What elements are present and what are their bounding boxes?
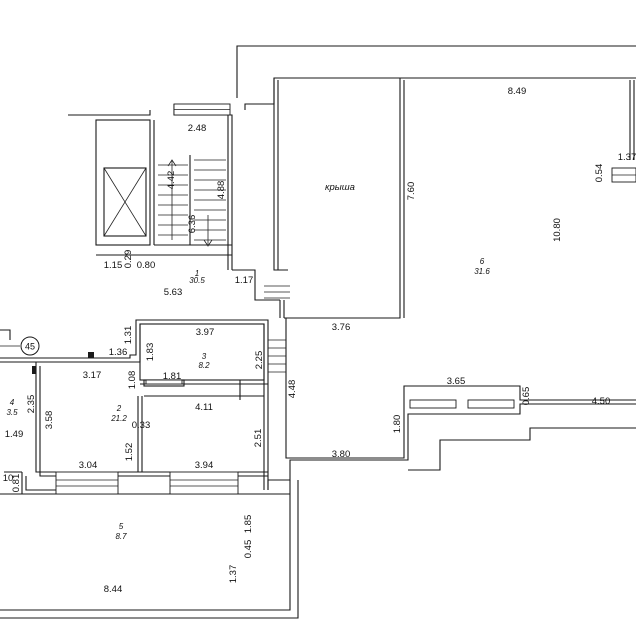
- room-2-area: 21.2: [110, 414, 127, 423]
- dim-1-37-top: 1.37: [618, 152, 636, 163]
- room-labels: 1 30.5 2 21.2 3 8.2 4 3.5 5 8.7 6 31.6: [6, 257, 490, 541]
- dim-3-17: 3.17: [83, 370, 102, 381]
- dim-2-51: 2.51: [253, 429, 264, 448]
- dim-1-80: 1.80: [392, 415, 403, 434]
- dim-4-88: 4.88: [216, 181, 227, 200]
- dim-3-04: 3.04: [79, 460, 98, 471]
- dim-3-97: 3.97: [196, 327, 215, 338]
- dim-0-33: 0.33: [132, 420, 151, 431]
- dimension-labels-vertical: 7.60 10.80 0.54 4.42 4.88 6.36 0.29 1.31…: [11, 164, 605, 584]
- dim-5-63: 5.63: [164, 287, 183, 298]
- dim-3-94: 3.94: [195, 460, 214, 471]
- dim-4-11: 4.11: [195, 402, 213, 413]
- dim-2-35: 2.35: [26, 395, 37, 414]
- room-4-number: 4: [10, 398, 15, 407]
- dim-0-45: 0.45: [243, 540, 254, 559]
- dim-1-85: 1.85: [243, 515, 254, 534]
- entrance-steps: [264, 285, 290, 373]
- dim-1-49: 1.49: [5, 429, 24, 440]
- dim-3-58: 3.58: [44, 411, 55, 430]
- apartment-walls: [0, 269, 636, 619]
- room-2-number: 2: [116, 404, 122, 413]
- dim-10: 10: [3, 473, 14, 484]
- dim-0-81: 0.81: [11, 474, 22, 493]
- dim-1-37-bottom: 1.37: [228, 565, 239, 584]
- dimension-labels: 8.49 2.48 1.37 1.15 0.80 5.63 1.17 3.76 …: [3, 86, 636, 595]
- dim-3-76: 3.76: [332, 322, 351, 333]
- room-3-area: 8.2: [198, 361, 210, 370]
- dim-0-80: 0.80: [137, 260, 156, 271]
- dim-1-52: 1.52: [124, 443, 135, 462]
- dim-1-17: 1.17: [235, 275, 254, 286]
- room-3-number: 3: [202, 352, 207, 361]
- dim-4-50: 4.50: [592, 396, 611, 407]
- dim-3-65: 3.65: [447, 376, 466, 387]
- dim-8-49: 8.49: [508, 86, 527, 97]
- stair-steps: [158, 159, 226, 247]
- room-6-area: 31.6: [474, 267, 490, 276]
- dim-3-80: 3.80: [332, 449, 351, 460]
- dim-4-48: 4.48: [287, 380, 298, 399]
- roof-label: крыша: [325, 182, 355, 193]
- room-4-area: 3.5: [6, 408, 18, 417]
- axis-marker: 45: [0, 336, 40, 356]
- dim-0-29: 0.29: [123, 250, 134, 269]
- dim-0-54: 0.54: [594, 164, 605, 183]
- room-5-number: 5: [119, 522, 124, 531]
- room-5-area: 8.7: [115, 532, 127, 541]
- dim-2-48: 2.48: [188, 123, 207, 134]
- columns: [32, 352, 94, 374]
- room-1-area: 30.5: [189, 276, 205, 285]
- dim-10-80: 10.80: [552, 218, 563, 242]
- dim-1-31: 1.31: [123, 326, 134, 345]
- dim-1-36: 1.36: [109, 347, 128, 358]
- axis-marker-label: 45: [25, 342, 35, 352]
- dim-7-60: 7.60: [406, 182, 417, 201]
- dim-1-83: 1.83: [145, 343, 156, 362]
- dim-8-44: 8.44: [104, 584, 123, 595]
- stair-window-top: [173, 103, 231, 116]
- dim-4-42: 4.42: [166, 171, 177, 190]
- dim-1-81: 1.81: [163, 371, 182, 382]
- room-1-number: 1: [195, 269, 199, 278]
- dim-1-08: 1.08: [127, 371, 138, 390]
- dim-1-15: 1.15: [104, 260, 123, 271]
- outer-walls: [68, 45, 636, 319]
- room-6-number: 6: [480, 257, 485, 266]
- dim-2-25: 2.25: [254, 351, 265, 370]
- dim-6-36: 6.36: [187, 215, 198, 234]
- windows: [55, 167, 636, 495]
- dim-0-65: 0.65: [521, 387, 532, 406]
